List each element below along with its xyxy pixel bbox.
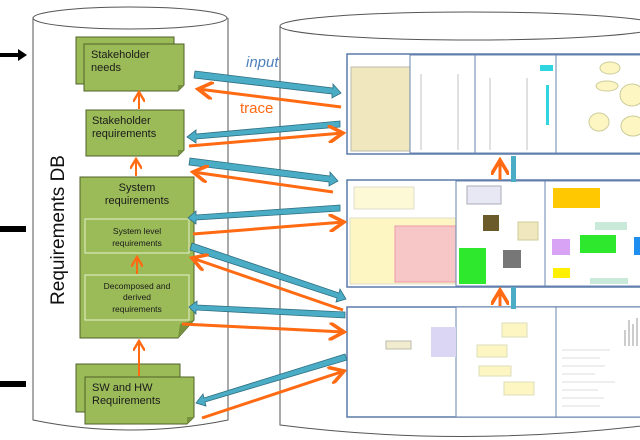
input-arrow [188, 300, 346, 319]
trace-arrow [181, 324, 344, 332]
trace-label: trace [240, 100, 273, 117]
screenshot-row-middle [346, 179, 640, 288]
trace-arrow [201, 371, 344, 420]
svg-text:requirements: requirements [112, 304, 162, 314]
input-arrow [187, 204, 341, 225]
trace-arrow [193, 172, 334, 194]
input-connector [511, 287, 516, 309]
svg-text:requirements: requirements [112, 238, 162, 248]
svg-text:requirements: requirements [105, 195, 170, 207]
trace-arrow [192, 222, 344, 236]
input-arrow [195, 353, 348, 407]
input-arrow [188, 157, 339, 187]
svg-text:SW and HW: SW and HW [92, 382, 153, 394]
internal-trace-arrows [136, 92, 139, 376]
trace-arrow [192, 258, 344, 312]
input-label: input [246, 54, 279, 71]
svg-text:Requirements: Requirements [92, 395, 161, 407]
trace-arrow [188, 133, 343, 148]
screenshot-row-top [346, 53, 640, 155]
screenshot-row-bottom [346, 306, 640, 418]
box-stakeholder-requirements: Stakeholder requirements [85, 109, 185, 157]
database-label: Requirements DB [48, 155, 69, 305]
trace-arrows [181, 89, 344, 420]
svg-text:System: System [119, 182, 156, 194]
input-connector [511, 156, 516, 182]
model-screenshots [346, 53, 640, 418]
trace-arrow [198, 89, 342, 109]
external-arrows [0, 49, 27, 387]
input-arrow [189, 242, 347, 303]
external-bar [0, 226, 26, 232]
box-decomposed-requirements: Decomposed and derived requirements [84, 274, 190, 321]
svg-text:needs: needs [91, 62, 121, 74]
input-arrow [193, 70, 342, 99]
svg-text:System level: System level [113, 226, 161, 236]
box-sw-hw-requirements: SW and HW Requirements [75, 363, 195, 425]
svg-text:Stakeholder: Stakeholder [92, 115, 151, 127]
svg-text:Stakeholder: Stakeholder [91, 49, 150, 61]
svg-text:Decomposed and: Decomposed and [104, 281, 171, 291]
input-arrows [186, 70, 348, 407]
input-arrow [186, 120, 341, 144]
external-bar [0, 381, 26, 387]
box-system-level-requirements: System level requirements [84, 218, 190, 254]
box-stakeholder-needs: Stakeholder needs [75, 36, 185, 92]
svg-text:requirements: requirements [92, 128, 157, 140]
svg-text:derived: derived [123, 292, 151, 302]
